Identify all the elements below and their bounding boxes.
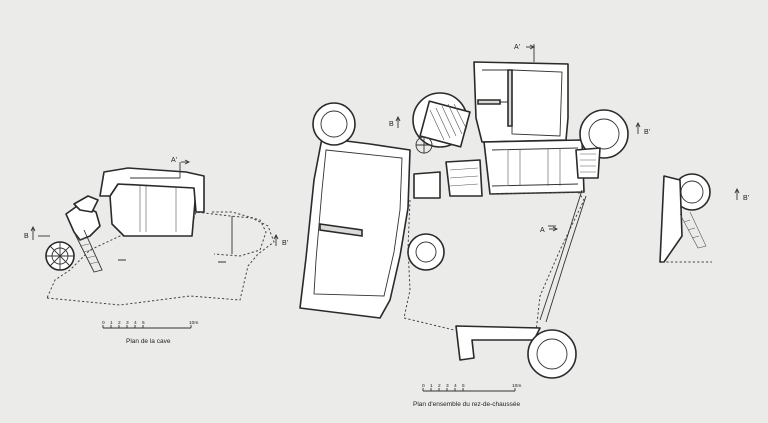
svg-text:4: 4 — [454, 383, 457, 389]
section-mark-a-ground: A — [540, 226, 559, 234]
svg-text:A': A' — [171, 157, 177, 164]
scale-bar-cellar: 0 1 2 3 4 5 10m — [102, 320, 198, 329]
tower-fragment-plan — [659, 173, 712, 263]
svg-text:5: 5 — [462, 383, 465, 389]
section-marks: B A' B' B A' B' A B' — [24, 44, 749, 247]
svg-text:3: 3 — [446, 383, 449, 389]
svg-text:A: A — [540, 227, 545, 234]
svg-text:1: 1 — [110, 320, 113, 326]
svg-text:B: B — [389, 121, 394, 128]
section-mark-a-prime-cellar: A' — [171, 157, 191, 165]
svg-text:1: 1 — [430, 383, 433, 389]
section-mark-b-ground: B — [389, 115, 401, 128]
svg-text:3: 3 — [126, 320, 129, 326]
section-mark-b-prime-ground: B' — [635, 121, 650, 136]
svg-text:10m: 10m — [512, 383, 521, 389]
svg-text:4: 4 — [134, 320, 137, 326]
svg-text:5: 5 — [142, 320, 145, 326]
svg-text:2: 2 — [118, 320, 121, 326]
ground-floor-plan — [299, 44, 629, 379]
section-mark-a-prime-ground: A' — [514, 44, 536, 51]
svg-text:B': B' — [743, 195, 749, 202]
cellar-plan — [38, 162, 275, 306]
caption-ground-floor: Plan d'ensemble du rez-de-chaussée — [413, 401, 520, 408]
svg-text:0: 0 — [102, 320, 105, 326]
svg-text:10m: 10m — [189, 320, 198, 326]
svg-text:B: B — [24, 233, 29, 240]
svg-text:B': B' — [282, 240, 288, 247]
section-mark-b-prime-fragment: B' — [734, 187, 749, 202]
svg-text:2: 2 — [438, 383, 441, 389]
caption-cellar: Plan de la cave — [126, 338, 171, 345]
scale-bar-ground: 0 1 2 3 4 5 10m — [422, 383, 521, 392]
section-mark-b-cellar: B — [24, 225, 36, 240]
svg-text:0: 0 — [422, 383, 425, 389]
svg-text:A': A' — [514, 44, 520, 51]
svg-text:B': B' — [644, 129, 650, 136]
section-mark-b-prime-cellar: B' — [273, 233, 288, 247]
